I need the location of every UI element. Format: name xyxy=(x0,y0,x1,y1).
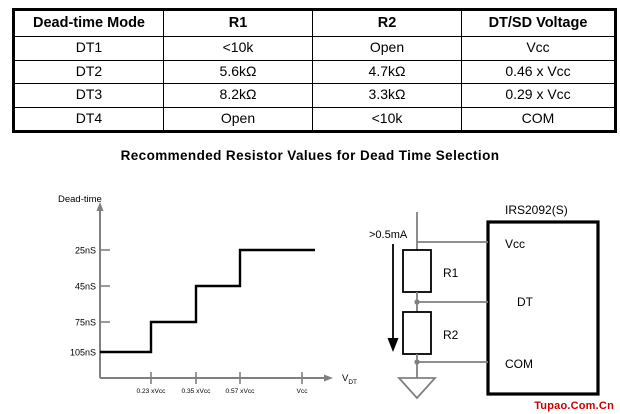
chart-x-axis-arrow xyxy=(324,374,333,382)
figure-caption: Recommended Resistor Values for Dead Tim… xyxy=(120,148,500,163)
cell-r2: 4.7kΩ xyxy=(312,59,462,85)
chart-x-tick-label: 0.23 xVcc xyxy=(137,388,167,395)
dead-time-circuit-diagram: IRS2092(S) Vcc DT COM >0.5mA R1 R2 xyxy=(369,203,600,400)
column-header-dtsd-voltage: DT/SD Voltage xyxy=(461,7,617,38)
chart-y-tick-label: 105nS xyxy=(70,348,96,358)
ground-icon xyxy=(396,377,438,400)
cell-r1: <10k xyxy=(163,36,313,61)
cell-r2: <10k xyxy=(312,106,462,134)
cell-voltage: COM xyxy=(461,106,617,134)
column-header-r2: R2 xyxy=(312,7,462,38)
cell-r2: 3.3kΩ xyxy=(312,83,462,108)
chip-body xyxy=(486,220,600,396)
chart-y-tick-label: 45nS xyxy=(75,282,96,292)
chart-y-tick-label: 25nS xyxy=(75,246,96,256)
chart-y-tick-label: 75nS xyxy=(75,318,96,328)
cell-r1: 8.2kΩ xyxy=(163,83,313,108)
cell-r1: Open xyxy=(163,106,313,134)
table-body: DT1 <10k Open Vcc DT2 5.6kΩ 4.7kΩ 0.46 x… xyxy=(12,36,617,134)
pin-label-dt: DT xyxy=(517,295,534,309)
chip-name-label: IRS2092(S) xyxy=(505,203,568,217)
cell-mode: DT1 xyxy=(12,36,164,61)
cell-mode: DT4 xyxy=(12,106,164,134)
cell-r2: Open xyxy=(312,36,462,61)
chart-x-axis-title-subscript: DT xyxy=(348,379,357,386)
current-arrow-head xyxy=(387,338,399,352)
pin-label-vcc: Vcc xyxy=(505,237,525,251)
current-label: >0.5mA xyxy=(369,229,408,241)
table-header-row: Dead-time Mode R1 R2 DT/SD Voltage xyxy=(12,7,617,38)
table-row: DT1 <10k Open Vcc xyxy=(12,36,617,61)
chart-x-axis-title: VDT xyxy=(342,373,357,386)
pin-label-com: COM xyxy=(505,357,533,371)
watermark: Tupao.Com.Cn xyxy=(534,400,614,412)
table-row: DT3 8.2kΩ 3.3kΩ 0.29 x Vcc xyxy=(12,83,617,108)
junction-dot-dt xyxy=(414,299,420,305)
cell-mode: DT3 xyxy=(12,83,164,108)
chart-x-axis-title-base: V xyxy=(342,373,349,384)
table-header: Dead-time Mode R1 R2 DT/SD Voltage xyxy=(12,7,617,38)
chart-x-tick-label: 0.35 xVcc xyxy=(182,388,212,395)
chart-y-axis-title: Dead-time xyxy=(58,194,102,205)
cell-voltage: 0.29 x Vcc xyxy=(461,83,617,108)
cell-voltage: Vcc xyxy=(461,36,617,61)
figure-area: Dead-time 25nS 45nS 75nS 105nS 0.23 xVcc… xyxy=(0,182,620,414)
column-header-r1: R1 xyxy=(163,7,313,38)
table-row: DT2 5.6kΩ 4.7kΩ 0.46 x Vcc xyxy=(12,59,617,85)
column-header-mode: Dead-time Mode xyxy=(12,7,164,38)
chart-step-curve xyxy=(100,248,315,354)
cell-mode: DT2 xyxy=(12,59,164,85)
resistor-r1-body xyxy=(402,249,432,293)
chart-y-axis-arrow xyxy=(96,202,104,211)
junction-dot-com xyxy=(414,359,420,365)
dead-time-step-chart: Dead-time 25nS 45nS 75nS 105nS 0.23 xVcc… xyxy=(58,194,357,395)
cell-voltage: 0.46 x Vcc xyxy=(461,59,617,85)
chart-x-tick-label: 0.57 xVcc xyxy=(226,388,256,395)
dead-time-mode-table: Dead-time Mode R1 R2 DT/SD Voltage DT1 <… xyxy=(12,7,617,134)
table-row: DT4 Open <10k COM xyxy=(12,106,617,134)
resistor-r1-label: R1 xyxy=(443,266,459,280)
cell-r1: 5.6kΩ xyxy=(163,59,313,85)
resistor-r2-label: R2 xyxy=(443,328,459,342)
chart-x-tick-label: Vcc xyxy=(297,388,309,395)
resistor-r2-body xyxy=(402,311,432,355)
